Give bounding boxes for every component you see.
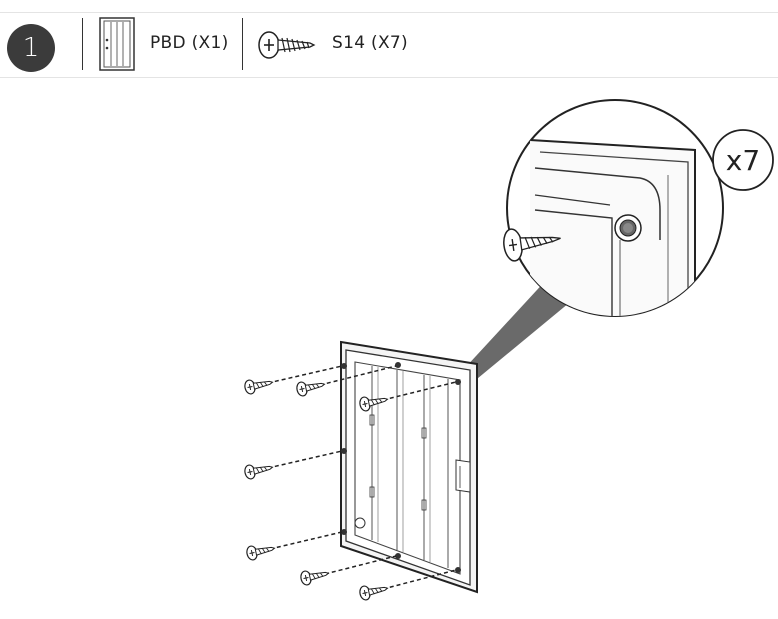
separator xyxy=(82,18,83,70)
separator xyxy=(242,18,243,70)
assembly-illustration: x7 xyxy=(243,99,774,602)
screw-icon xyxy=(258,31,316,59)
part-label-screw: S14 (X7) xyxy=(332,33,408,53)
panel-icon xyxy=(99,17,135,71)
top-rule xyxy=(0,12,778,13)
quantity-callout: x7 xyxy=(712,129,774,191)
zoom-wedge xyxy=(452,278,575,388)
part-label-panel: PBD (X1) xyxy=(150,33,229,53)
step-header: 1 PBD (X1) S14 (X7) xyxy=(0,0,778,78)
quantity-callout-text: x7 xyxy=(726,144,760,177)
step-number: 1 xyxy=(22,33,40,63)
detail-zoom-icon xyxy=(503,99,724,317)
step-number-badge: 1 xyxy=(7,24,55,72)
panel-back-icon xyxy=(340,340,478,594)
bottom-rule xyxy=(0,77,778,78)
